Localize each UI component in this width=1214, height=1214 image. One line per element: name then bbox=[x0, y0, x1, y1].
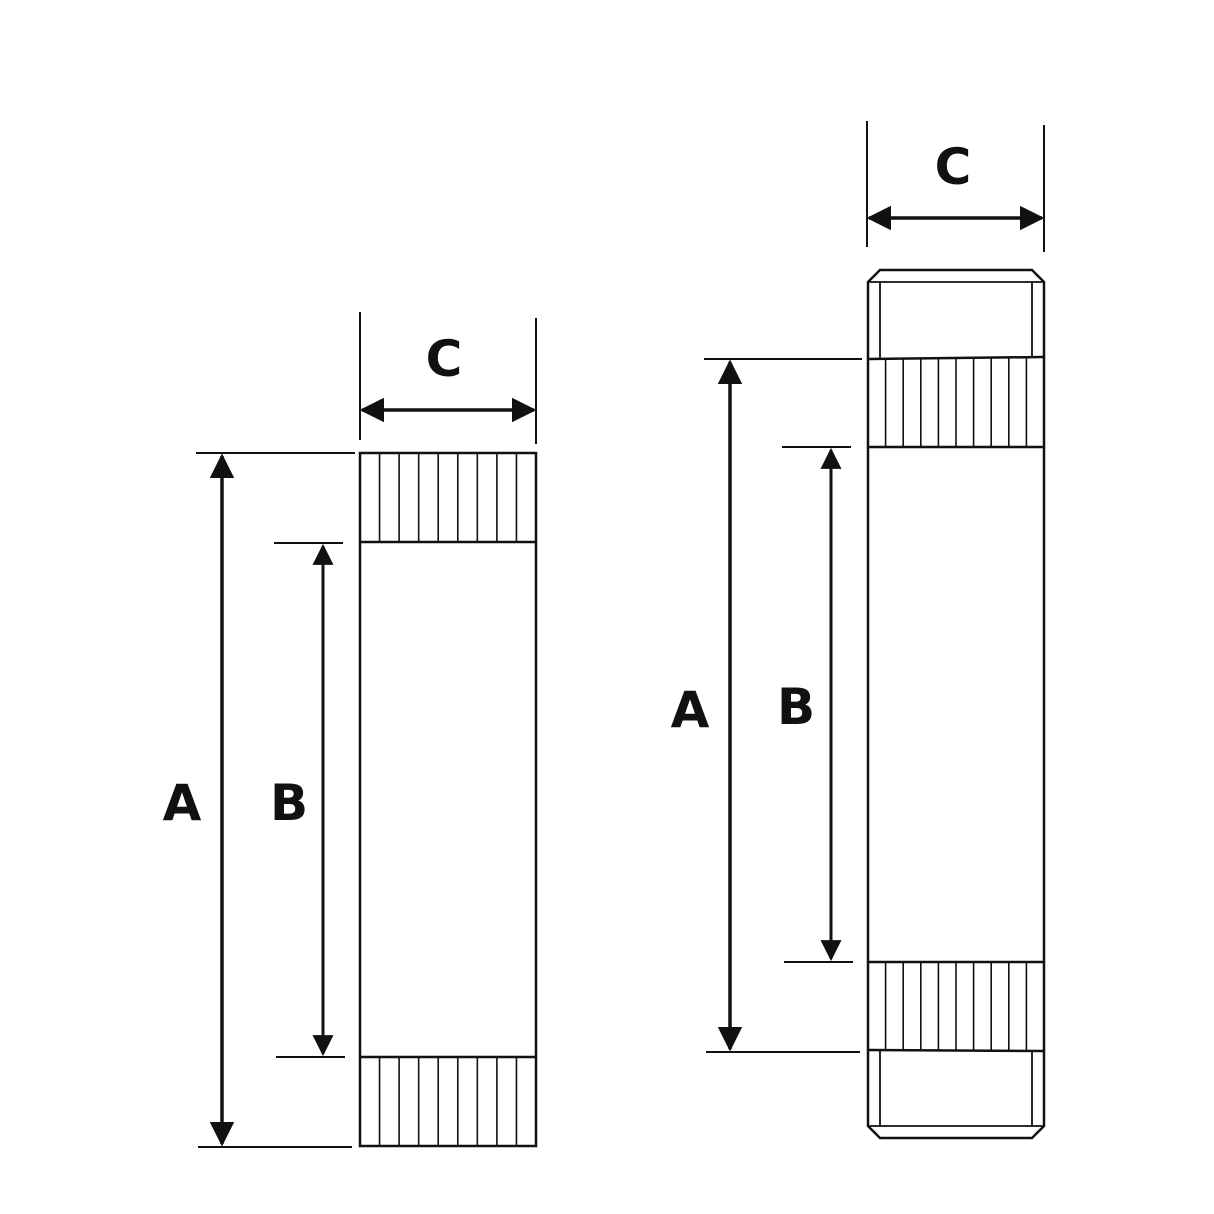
left-b-label: B bbox=[270, 774, 308, 832]
left-a-label: A bbox=[163, 774, 202, 832]
right-bottom-thread-end bbox=[867, 1048, 1045, 1053]
right-top-chamfer-detail bbox=[868, 281, 1044, 358]
right-top-thread-lines bbox=[884, 358, 1028, 447]
left-bottom-thread-lines bbox=[378, 1057, 518, 1146]
right-bottom-chamfer-detail bbox=[868, 1050, 1044, 1127]
right-c-label: C bbox=[935, 138, 972, 196]
left-nipple-body bbox=[358, 451, 538, 1148]
right-b-label: B bbox=[777, 678, 815, 736]
right-bottom-thread-lines bbox=[884, 962, 1028, 1050]
left-top-thread-lines bbox=[378, 453, 518, 542]
left-nipple: C A B bbox=[163, 312, 538, 1148]
right-nipple: C A B bbox=[671, 121, 1046, 1140]
right-nipple-body bbox=[866, 268, 1046, 1140]
right-a-label: A bbox=[671, 681, 710, 739]
left-c-label: C bbox=[426, 330, 463, 388]
